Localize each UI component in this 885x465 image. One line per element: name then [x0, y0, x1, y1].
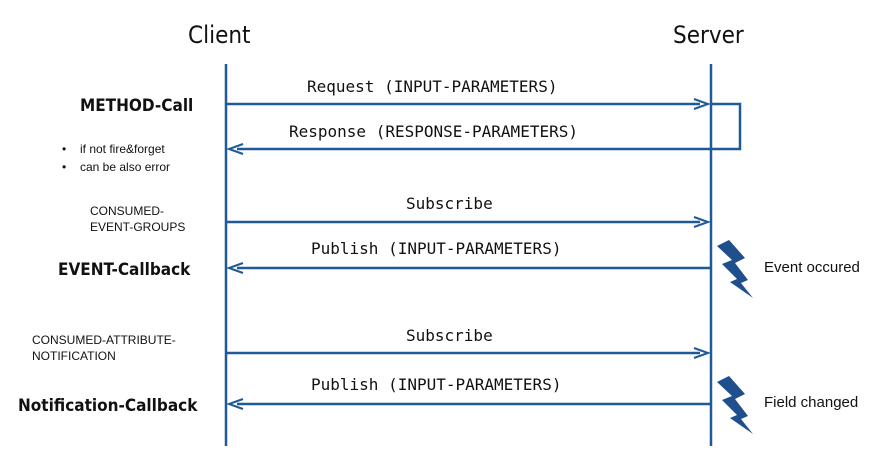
event-subscribe-arrow	[226, 216, 711, 228]
consumed-attribute-notification-label: CONSUMED-ATTRIBUTE- NOTIFICATION	[32, 333, 176, 363]
request-label: Request (INPUT-PARAMETERS)	[307, 77, 558, 96]
notification-subscribe-arrow	[226, 347, 711, 359]
lightning-bolt-icon	[717, 240, 753, 298]
note-item: if not fire&forget	[62, 140, 170, 158]
notification-publish-arrow	[226, 398, 711, 410]
notification-subscribe-label: Subscribe	[406, 326, 493, 345]
server-header: Server	[673, 21, 744, 49]
notification-callback-label: Notification-Callback	[18, 396, 198, 416]
field-changed-note: Field changed	[764, 394, 859, 411]
consumed-event-groups-label: CONSUMED- EVENT-GROUPS	[90, 204, 186, 234]
method-call-label: METHOD-Call	[80, 96, 194, 116]
request-arrow	[226, 98, 711, 110]
response-arrow	[226, 143, 711, 155]
note-item: can be also error	[62, 158, 170, 176]
server-processing-loop	[711, 102, 742, 151]
event-publish-arrow	[226, 262, 711, 274]
event-subscribe-label: Subscribe	[406, 194, 493, 213]
event-publish-label: Publish (INPUT-PARAMETERS)	[311, 239, 562, 258]
event-occured-note: Event occured	[764, 259, 860, 276]
event-callback-label: EVENT-Callback	[58, 260, 191, 280]
lightning-bolt-icon	[717, 376, 753, 434]
response-label: Response (RESPONSE-PARAMETERS)	[289, 122, 578, 141]
client-header: Client	[188, 21, 251, 49]
notification-publish-label: Publish (INPUT-PARAMETERS)	[311, 375, 562, 394]
method-call-notes: if not fire&forget can be also error	[62, 140, 170, 176]
